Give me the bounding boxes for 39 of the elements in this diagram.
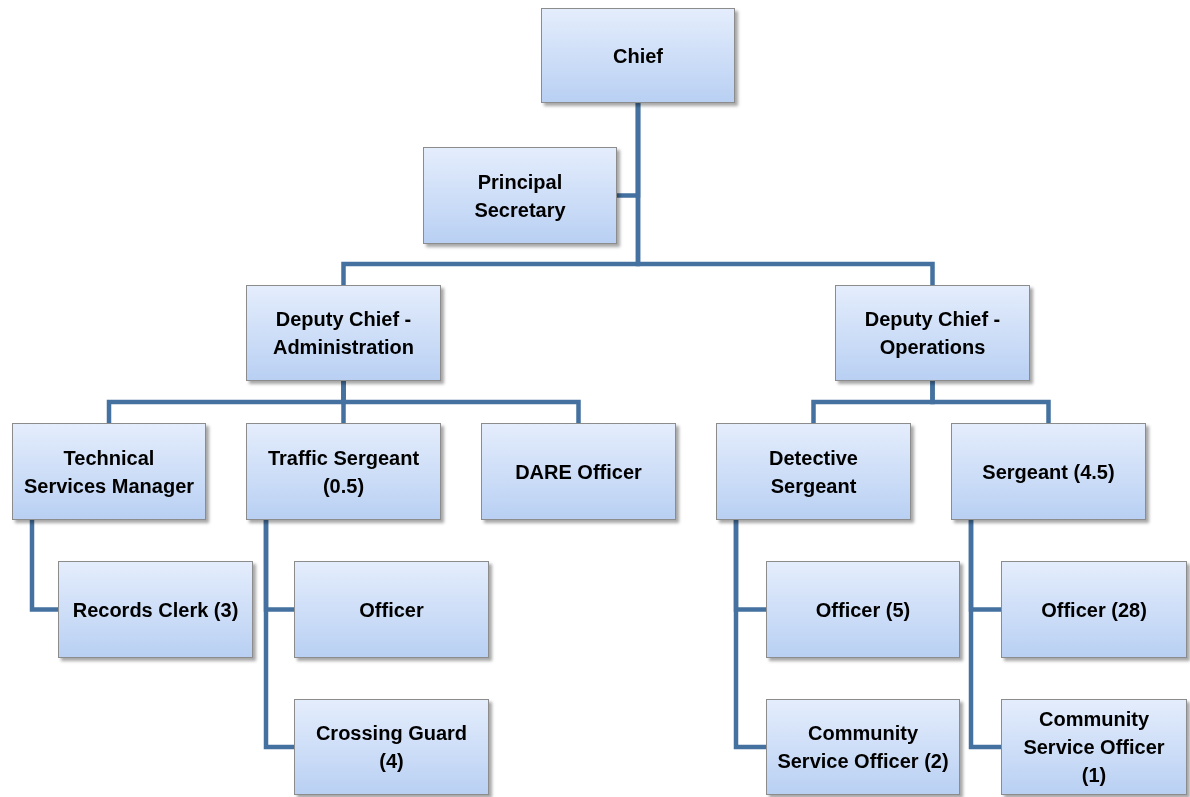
position-box	[294, 699, 489, 795]
connector-line	[733, 520, 766, 750]
connector-line	[341, 381, 581, 423]
position-box	[481, 423, 676, 520]
position-box	[1001, 561, 1187, 658]
position-title: Community Service Officer (1)	[1022, 707, 1166, 788]
position-title: DARE Officer	[515, 459, 642, 485]
position-title: Sergeant (4.5)	[982, 459, 1115, 485]
position-box	[12, 423, 206, 520]
position-title: Officer (28)	[1041, 597, 1147, 623]
position-box	[951, 423, 1146, 520]
position-title: Technical Services Manager	[22, 445, 196, 499]
position-title: Chief	[613, 43, 663, 69]
position-box	[246, 423, 441, 520]
position-box	[766, 561, 960, 658]
position-box	[1001, 699, 1187, 795]
position-title: Officer (5)	[815, 597, 911, 623]
position-title: Records Clerk (3)	[72, 597, 239, 623]
position-box	[294, 561, 489, 658]
position-title: Principal Secretary	[473, 169, 567, 223]
connector-line	[968, 520, 1001, 750]
position-box	[246, 285, 441, 381]
position-title: Deputy Chief - Operations	[863, 307, 1002, 360]
connector-line	[29, 520, 58, 612]
position-title: Deputy Chief - Administration	[271, 307, 416, 360]
position-box	[716, 423, 911, 520]
position-title: Crossing Guard (4)	[314, 721, 469, 774]
position-box	[541, 8, 735, 103]
position-title: Community Service Officer (2)	[776, 721, 950, 774]
position-title: Officer	[359, 597, 424, 623]
position-title: Traffic Sergeant (0.5)	[266, 445, 421, 499]
position-box	[423, 147, 617, 244]
connector-line	[930, 381, 1051, 423]
connector-line	[263, 520, 294, 750]
position-title: Detective Sergeant	[768, 445, 859, 499]
connector-line	[635, 103, 935, 285]
position-box	[58, 561, 253, 658]
position-box	[766, 699, 960, 795]
position-box	[835, 285, 1030, 381]
